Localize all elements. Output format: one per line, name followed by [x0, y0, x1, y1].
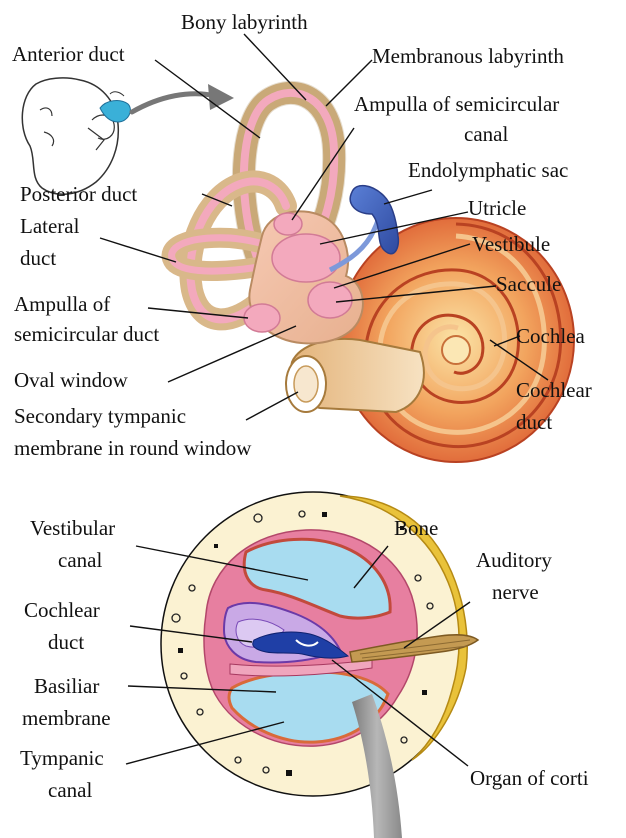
label-secondary-tympanic-line2: membrane in round window [14, 436, 251, 460]
label-ampulla-semicircular-duct-line1: Ampulla of [14, 292, 110, 316]
label-oval-window: Oval window [14, 368, 128, 392]
label-cochlea: Cochlea [516, 324, 585, 348]
label-basiliar-membrane-line1: Basiliar [34, 674, 99, 698]
label-tympanic-canal-line2: canal [48, 778, 92, 802]
label-vestibular-canal-line2: canal [58, 548, 102, 572]
round-window-tube [286, 339, 424, 412]
label-ampulla-semicircular-canal-line1: Ampulla of semicircular [354, 92, 559, 116]
label-ampulla-semicircular-canal-line2: canal [464, 122, 508, 146]
label-ampulla-semicircular-duct-line2: semicircular duct [14, 322, 159, 346]
label-cochlear-duct-line1: Cochlear [24, 598, 100, 622]
label-cochlear-duct-line2: duct [48, 630, 84, 654]
label-endolymphatic-sac: Endolymphatic sac [408, 158, 568, 182]
label-lateral-duct-line1: Lateral [20, 214, 79, 238]
label-bony-labyrinth: Bony labyrinth [181, 10, 308, 34]
label-auditory-nerve-line2: nerve [492, 580, 539, 604]
label-tympanic-canal-line1: Tympanic [20, 746, 104, 770]
label-auditory-nerve-line1: Auditory [476, 548, 552, 572]
label-cochlear-duct-line2: duct [516, 410, 552, 434]
label-membranous-labyrinth: Membranous labyrinth [372, 44, 564, 68]
cochlea-cross-section [161, 492, 478, 838]
label-cochlear-duct-line1: Cochlear [516, 378, 592, 402]
label-saccule: Saccule [496, 272, 561, 296]
label-utricle: Utricle [468, 196, 526, 220]
label-bone: Bone [394, 516, 438, 540]
label-basiliar-membrane-line2: membrane [22, 706, 111, 730]
label-posterior-duct: Posterior duct [20, 182, 137, 206]
label-vestibular-canal-line1: Vestibular [30, 516, 115, 540]
label-lateral-duct-line2: duct [20, 246, 56, 270]
label-organ-of-corti: Organ of corti [470, 766, 589, 790]
label-secondary-tympanic-line1: Secondary tympanic [14, 404, 186, 428]
head-thumbnail [22, 78, 130, 194]
label-anterior-duct: Anterior duct [12, 42, 125, 66]
label-vestibule: Vestibule [472, 232, 550, 256]
